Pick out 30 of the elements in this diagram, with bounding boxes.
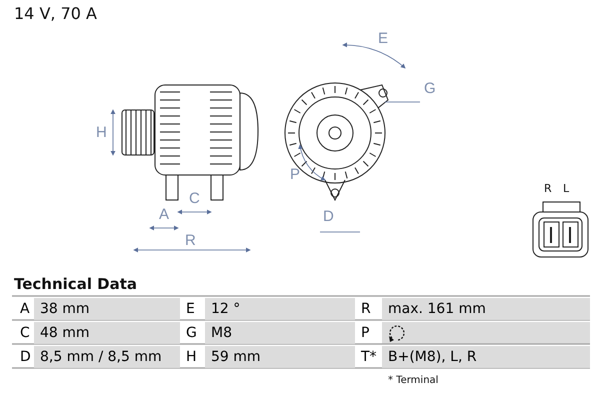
pin-label: L <box>563 182 570 195</box>
dimension-label: E <box>378 30 388 47</box>
value-cell: 8,5 mm / 8,5 mm <box>34 346 180 368</box>
value-cell: 59 mm <box>205 346 355 368</box>
dimension-label: R <box>185 232 196 249</box>
key-cell-text: D <box>19 348 32 367</box>
footnote: * Terminal <box>388 375 438 386</box>
key-cell-text: A <box>19 300 31 319</box>
value-cell: M8 <box>205 322 355 344</box>
value-cell: B+(M8), L, R <box>382 346 590 368</box>
dimension-label: C <box>189 190 200 207</box>
dimension-label: H <box>96 124 107 141</box>
value-cell: 48 mm <box>34 322 180 344</box>
key-cell-text: R <box>360 300 372 319</box>
key-cell-text: E <box>185 300 196 319</box>
title: 14 V, 70 A <box>14 4 97 23</box>
value-cell: max. 161 mm <box>382 298 590 320</box>
key-cell-text: T* <box>360 348 378 367</box>
key-cell-text: H <box>185 348 198 367</box>
key-cell-text: G <box>185 324 198 343</box>
key-cell-text: C <box>19 324 31 343</box>
key-cell-text: P <box>360 324 370 343</box>
dimension-label: A <box>159 206 170 223</box>
section-heading: Technical Data <box>14 275 138 293</box>
pin-label: R <box>544 182 552 195</box>
value-cell: 38 mm <box>34 298 180 320</box>
dimension-label: P <box>290 166 300 183</box>
dimension-label: D <box>323 208 334 225</box>
value-cell: 12 ° <box>205 298 355 320</box>
dimension-label: G <box>424 80 436 97</box>
